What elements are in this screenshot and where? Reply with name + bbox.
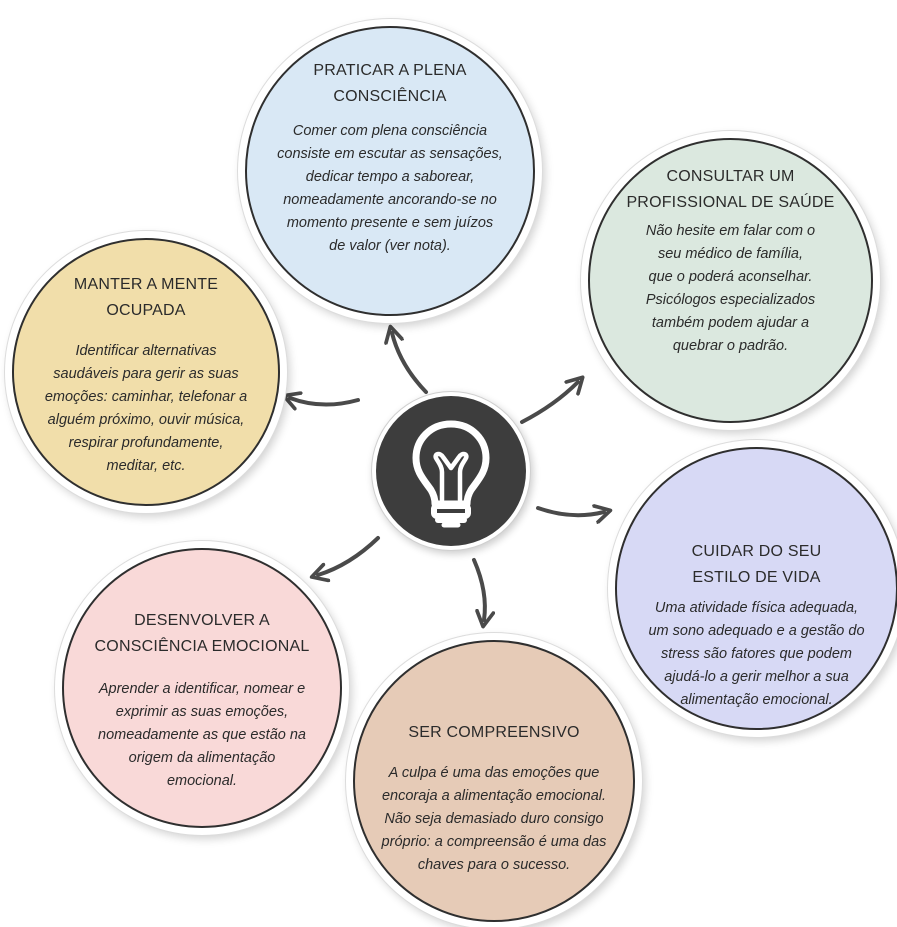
circle-body: A culpa é uma das emoções que encoraja a… xyxy=(381,765,607,873)
circle-cuidar-estilo-de-vida: CUIDAR DO SEU ESTILO DE VIDA Uma ativida… xyxy=(615,447,897,730)
circle-title: CONSULTAR UM PROFISSIONAL DE SAÚDE xyxy=(626,168,835,211)
arrow-to-praticar xyxy=(392,333,428,394)
central-hub xyxy=(376,396,526,546)
circle-title: PRATICAR A PLENA CONSCIÊNCIA xyxy=(313,62,467,105)
circle-praticar-plena-consciencia: PRATICAR A PLENA CONSCIÊNCIA Comer com p… xyxy=(245,26,535,316)
circle-ser-compreensivo: SER COMPREENSIVO A culpa é uma das emoçõ… xyxy=(353,640,635,922)
circle-body: Identificar alternativas saudáveis para … xyxy=(44,343,248,474)
circle-body: Não hesite em falar com o seu médico de … xyxy=(645,223,816,354)
arrow-to-cuidar xyxy=(536,508,604,515)
arrow-to-ser xyxy=(472,558,485,620)
lightbulb-icon xyxy=(412,420,490,528)
circle-title: CUIDAR DO SEU ESTILO DE VIDA xyxy=(691,543,822,586)
circle-title: MANTER A MENTE OCUPADA xyxy=(73,276,219,319)
arrow-to-desenvolver xyxy=(318,536,380,575)
circle-body: Uma atividade física adequada, um sono a… xyxy=(648,600,865,708)
circle-manter-mente-ocupada: MANTER A MENTE OCUPADA Identificar alter… xyxy=(12,238,280,506)
circle-title: DESENVOLVER A CONSCIÊNCIA EMOCIONAL xyxy=(94,612,310,655)
circle-title: SER COMPREENSIVO xyxy=(408,724,580,741)
circle-consultar-profissional: CONSULTAR UM PROFISSIONAL DE SAÚDE Não h… xyxy=(588,138,873,423)
arrow-to-consultar xyxy=(520,382,578,424)
circle-desenvolver-consciencia-emocional: DESENVOLVER A CONSCIÊNCIA EMOCIONAL Apre… xyxy=(62,548,342,828)
circle-body: Aprender a identificar, nomear e exprimi… xyxy=(98,681,306,789)
arrow-to-manter xyxy=(290,398,360,405)
circle-body: Comer com plena consciência consiste em … xyxy=(277,123,503,254)
